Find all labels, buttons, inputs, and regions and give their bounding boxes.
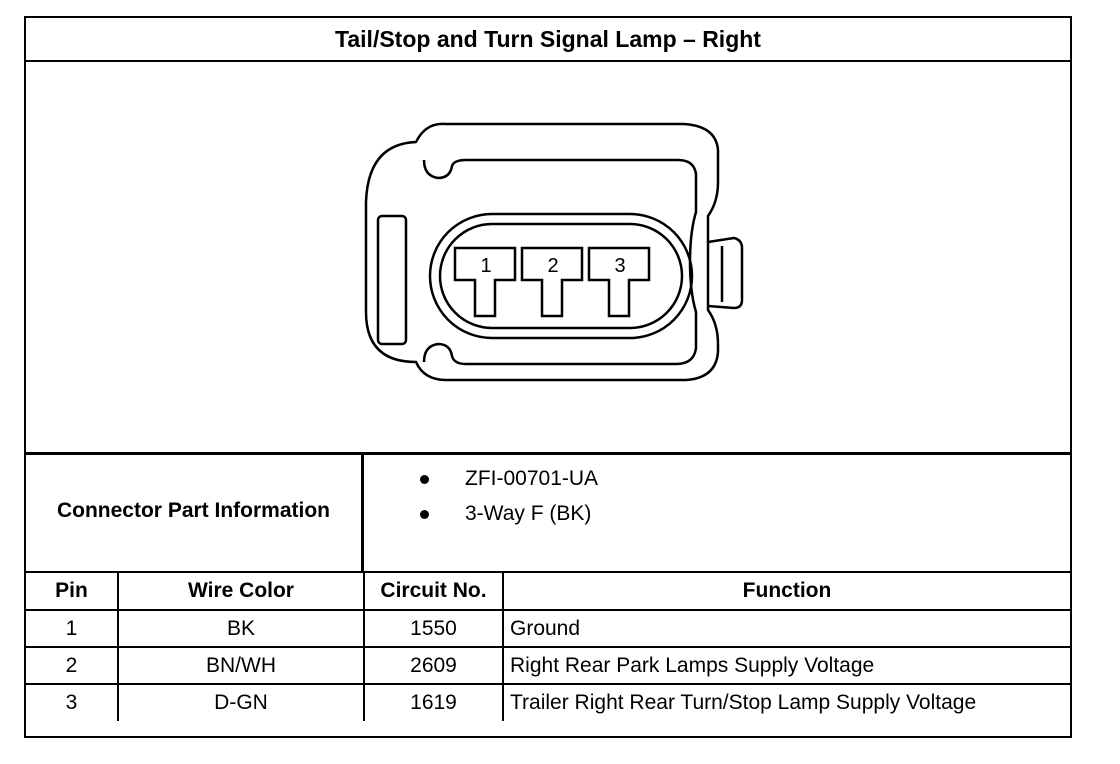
connector-diagram: 1 2 3 (26, 62, 1070, 455)
part-number: ZFI-00701-UA (465, 467, 599, 490)
cell-pin: 1 (26, 609, 119, 648)
cell-pin: 2 (26, 646, 119, 685)
cell-function: Ground (502, 609, 1070, 648)
connector-type: 3-Way F (BK) (465, 502, 592, 525)
header-wire-color: Wire Color (117, 573, 365, 611)
cell-circuit: 1619 (363, 683, 504, 721)
header-pin: Pin (26, 573, 119, 611)
cell-function: Right Rear Park Lamps Supply Voltage (502, 646, 1070, 685)
bullet-icon (420, 474, 429, 484)
header-circuit: Circuit No. (363, 573, 504, 611)
cell-pin: 3 (26, 683, 119, 721)
pin-terminal-2 (520, 246, 584, 318)
pin-terminals: 1 2 3 (453, 246, 651, 318)
table-row: 2 BN/WH 2609 Right Rear Park Lamps Suppl… (26, 646, 1070, 685)
right-lock-tab (707, 236, 744, 310)
pin-terminal-1 (453, 246, 517, 318)
connector-face-drawing: 1 2 3 (364, 122, 744, 382)
table-header-row: Pin Wire Color Circuit No. Function (26, 573, 1070, 611)
pin-terminal-3 (587, 246, 651, 318)
page-title: Tail/Stop and Turn Signal Lamp – Right (26, 18, 1070, 62)
table-row: 1 BK 1550 Ground (26, 609, 1070, 648)
cell-circuit: 1550 (363, 609, 504, 648)
cell-wire-color: BK (117, 609, 365, 648)
cell-circuit: 2609 (363, 646, 504, 685)
pin-number-label: 2 (547, 255, 558, 277)
bullet-icon (420, 509, 429, 519)
pin-cavity-outer (428, 212, 694, 340)
pin-table: Pin Wire Color Circuit No. Function 1 BK… (26, 573, 1070, 721)
table-row: 3 D-GN 1619 Trailer Right Rear Turn/Stop… (26, 683, 1070, 721)
cell-wire-color: D-GN (117, 683, 365, 721)
header-function: Function (502, 573, 1070, 611)
part-info-item: ZFI-00701-UA (420, 467, 598, 491)
connector-part-info: Connector Part Information ZFI-00701-UA … (26, 455, 1070, 573)
pin-cavity-inner (438, 222, 684, 330)
left-latch-slot (376, 214, 408, 346)
cell-wire-color: BN/WH (117, 646, 365, 685)
connector-sheet: Tail/Stop and Turn Signal Lamp – Right 1… (24, 16, 1072, 738)
pin-number-label: 1 (480, 255, 491, 277)
pin-number-label: 3 (614, 255, 625, 277)
cell-function: Trailer Right Rear Turn/Stop Lamp Supply… (502, 683, 1070, 721)
part-info-item: 3-Way F (BK) (420, 502, 591, 526)
connector-housing-outline (364, 122, 720, 382)
part-info-label: Connector Part Information (26, 455, 364, 571)
part-info-list: ZFI-00701-UA 3-Way F (BK) (364, 455, 1070, 571)
